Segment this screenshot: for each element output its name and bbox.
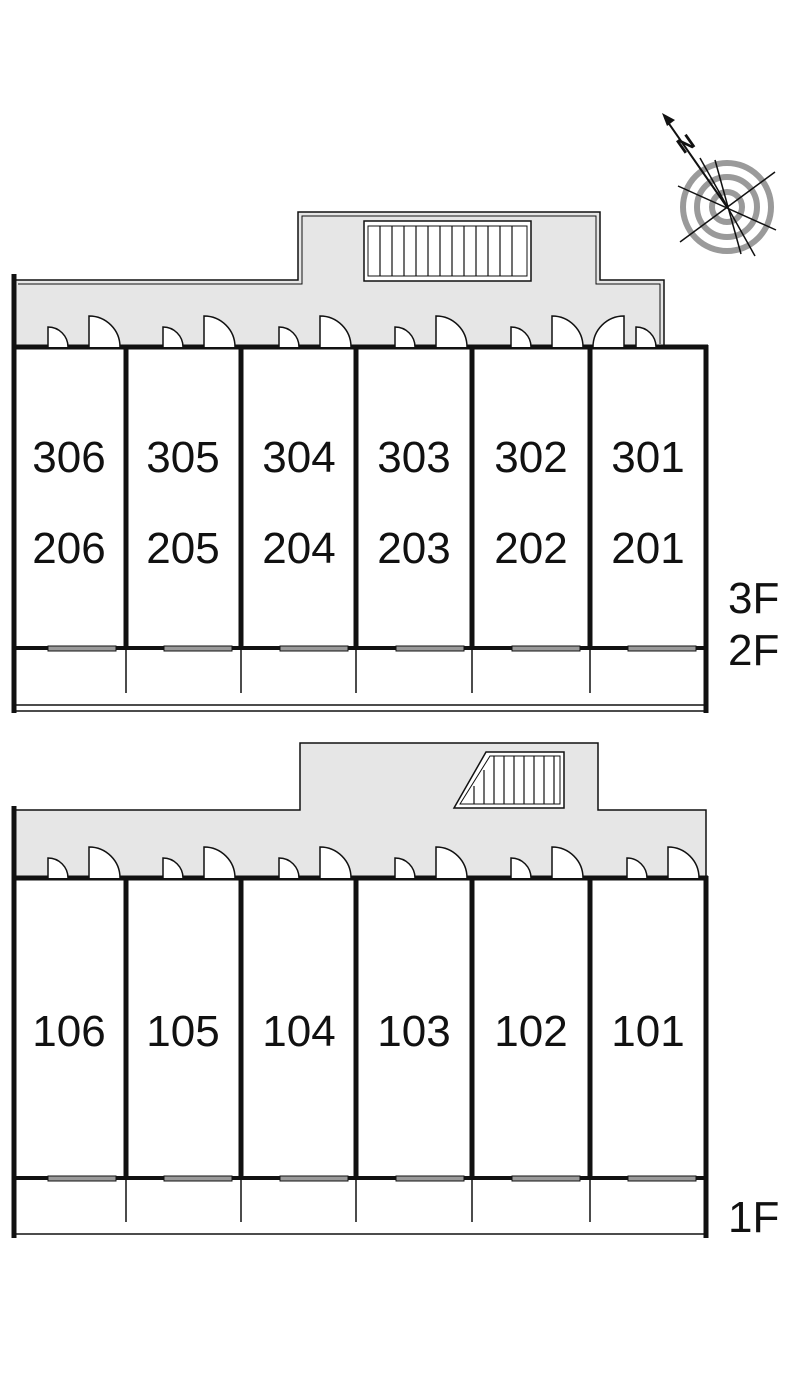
- unit-label: 206: [32, 524, 105, 573]
- floor-label-3f: 3F: [728, 574, 779, 623]
- unit-label: 105: [146, 1007, 219, 1056]
- unit-label: 106: [32, 1007, 105, 1056]
- compass-rose-icon: [662, 113, 777, 257]
- unit-label: 201: [611, 524, 684, 573]
- upper-stair: [363, 220, 532, 282]
- unit-label: 202: [494, 524, 567, 573]
- unit-label: 305: [146, 433, 219, 482]
- unit-label: 302: [494, 433, 567, 482]
- unit-label: 301: [611, 433, 684, 482]
- unit-label: 306: [32, 433, 105, 482]
- lower-doors: [47, 846, 700, 879]
- unit-label: 203: [377, 524, 450, 573]
- lower-stair: [452, 751, 565, 809]
- floor-label-1f: 1F: [728, 1193, 779, 1242]
- upper-doors: [47, 315, 657, 348]
- lower-building: 106 105 104 103 102 101 1F: [11, 742, 779, 1242]
- unit-label: 304: [262, 433, 335, 482]
- upper-units-bottom: 206 205 204 203 202 201: [32, 524, 684, 573]
- unit-label: 204: [262, 524, 335, 573]
- upper-units-top: 306 305 304 303 302 301: [32, 433, 684, 482]
- upper-building: 306 305 304 303 302 301 206 205 204 203 …: [11, 211, 779, 713]
- unit-label: 205: [146, 524, 219, 573]
- lower-units: 106 105 104 103 102 101: [32, 1007, 684, 1056]
- unit-label: 104: [262, 1007, 335, 1056]
- compass: N: [662, 113, 777, 257]
- lower-corridor: [13, 742, 707, 879]
- floor-label-2f: 2F: [728, 626, 779, 675]
- unit-label: 103: [377, 1007, 450, 1056]
- unit-label: 303: [377, 433, 450, 482]
- unit-label: 101: [611, 1007, 684, 1056]
- unit-label: 102: [494, 1007, 567, 1056]
